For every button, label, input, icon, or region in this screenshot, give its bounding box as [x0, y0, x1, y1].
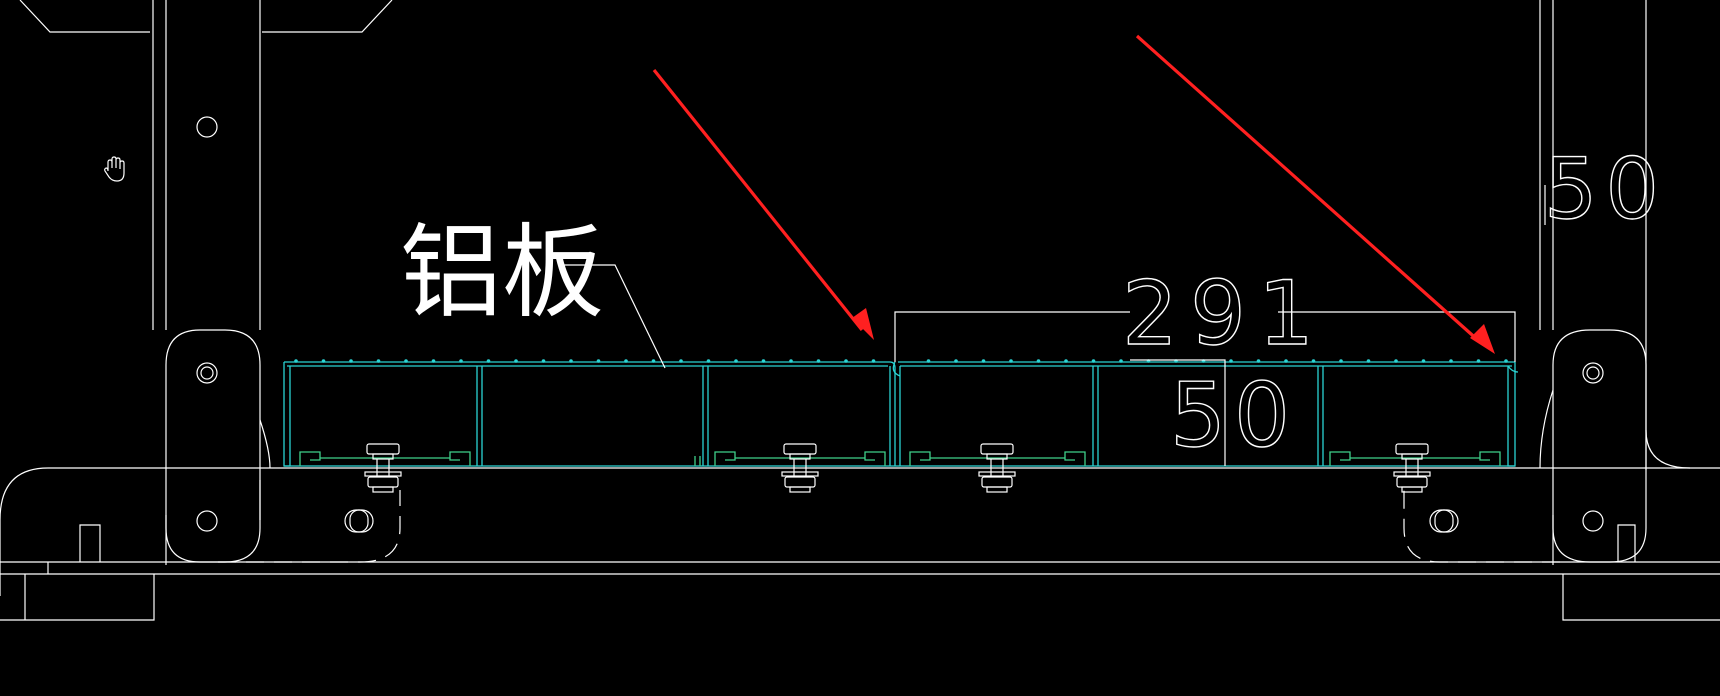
panel-stud: [1036, 359, 1041, 363]
panel-stud: [1504, 359, 1508, 363]
panel-stud: [1256, 359, 1261, 363]
panel-stud: [431, 359, 436, 363]
panel-stud: [1311, 359, 1316, 363]
panel-stud: [1284, 359, 1288, 363]
panel-stud: [294, 359, 298, 363]
panel-stud: [679, 359, 683, 363]
panel-stud: [651, 359, 656, 363]
bolt: [978, 443, 1016, 493]
panel-stud: [541, 359, 546, 363]
pan-hand-icon: [104, 156, 125, 182]
bolt-fasteners: [364, 443, 1431, 493]
dimension-width-label: 291: [1122, 262, 1326, 365]
panel-stud: [1421, 359, 1426, 363]
panel-stud: [624, 359, 628, 363]
panel-stud: [1091, 359, 1096, 363]
dimension-height-label: 50: [1170, 364, 1298, 467]
panel-stud: [1064, 359, 1068, 363]
bolt: [1393, 443, 1431, 493]
bolt: [781, 443, 819, 493]
red-arrows: [652, 34, 1495, 354]
panel-stud: [1476, 359, 1481, 363]
panel-stud: [514, 359, 518, 363]
panel-stud: [1339, 359, 1343, 363]
panel-stud: [981, 359, 986, 363]
panel-stud: [404, 359, 408, 363]
panel-stud: [459, 359, 463, 363]
panel-stud: [1009, 359, 1013, 363]
panel-stud: [789, 359, 793, 363]
panel-stud: [926, 359, 931, 363]
panel-stud: [376, 359, 381, 363]
panel-stud: [1394, 359, 1398, 363]
panel-stud: [1366, 359, 1371, 363]
panel-stud: [349, 359, 353, 363]
material-label: 铝板: [400, 214, 604, 333]
panel-stud: [596, 359, 601, 363]
panel-stud: [1449, 359, 1453, 363]
panel-stud: [734, 359, 738, 363]
panel-stud: [871, 359, 876, 363]
panel-stud: [1119, 359, 1123, 363]
panel-stud: [954, 359, 958, 363]
dimension-lines: [560, 264, 1516, 466]
panel-stud: [761, 359, 766, 363]
panel-stud: [816, 359, 821, 363]
dimension-edge-label: 50: [1544, 140, 1667, 238]
panel-stud: [486, 359, 491, 363]
aluminum-panel-assembly: [283, 359, 1519, 467]
panel-stud: [1229, 359, 1233, 363]
bolt: [364, 443, 402, 493]
panel-stud: [706, 359, 711, 363]
panel-stud: [844, 359, 848, 363]
panel-stud: [569, 359, 573, 363]
panel-stud: [321, 359, 326, 363]
frame-linework: [0, 0, 1720, 621]
